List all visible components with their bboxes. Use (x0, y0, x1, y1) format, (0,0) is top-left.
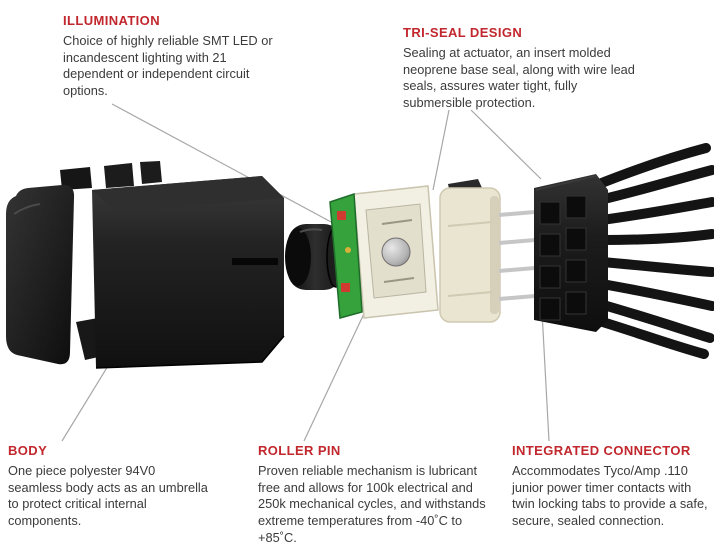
callout-tri-seal-design: TRI-SEAL DESIGN Sealing at actuator, an … (403, 25, 641, 112)
leader-line-triseal-right (470, 109, 542, 180)
led-component-bottom (341, 283, 350, 292)
callout-tri-seal-text: Sealing at actuator, an insert molded ne… (403, 45, 635, 110)
roller-pin-part (381, 237, 411, 267)
connector-housing-part (534, 174, 608, 332)
callout-illumination-label: ILLUMINATION (63, 13, 160, 28)
callout-roller-pin-label: ROLLER PIN (258, 443, 341, 458)
pcb-led-part (329, 192, 363, 319)
terminal-pins (498, 210, 536, 301)
callout-roller-pin-text: Proven reliable mechanism is lubricant f… (258, 463, 486, 544)
wire-leads (589, 143, 714, 359)
leader-line-roller-pin (303, 302, 370, 442)
callout-integrated-connector-text: Accommodates Tyco/Amp .110 junior power … (512, 463, 708, 528)
callout-integrated-connector: INTEGRATED CONNECTOR Accommodates Tyco/A… (512, 443, 710, 530)
leader-line-triseal-left (432, 109, 450, 191)
roller-mechanism-part (353, 185, 439, 319)
switch-housing-part (439, 179, 536, 323)
leader-lines (61, 103, 550, 442)
callout-tri-seal-label: TRI-SEAL DESIGN (403, 25, 523, 40)
callout-body: BODY One piece polyester 94V0 seamless b… (8, 443, 210, 530)
switch-body-part (76, 161, 285, 369)
callout-illumination: ILLUMINATION Choice of highly reliable S… (63, 13, 275, 100)
led-component-top (337, 211, 346, 220)
callout-body-text: One piece polyester 94V0 seamless body a… (8, 463, 208, 528)
callout-roller-pin: ROLLER PIN Proven reliable mechanism is … (258, 443, 496, 544)
callout-body-label: BODY (8, 443, 48, 458)
callout-integrated-connector-label: INTEGRATED CONNECTOR (512, 443, 691, 458)
connector-cavities (539, 195, 587, 321)
leader-line-illumination (111, 103, 334, 224)
callout-illumination-text: Choice of highly reliable SMT LED or inc… (63, 33, 273, 98)
